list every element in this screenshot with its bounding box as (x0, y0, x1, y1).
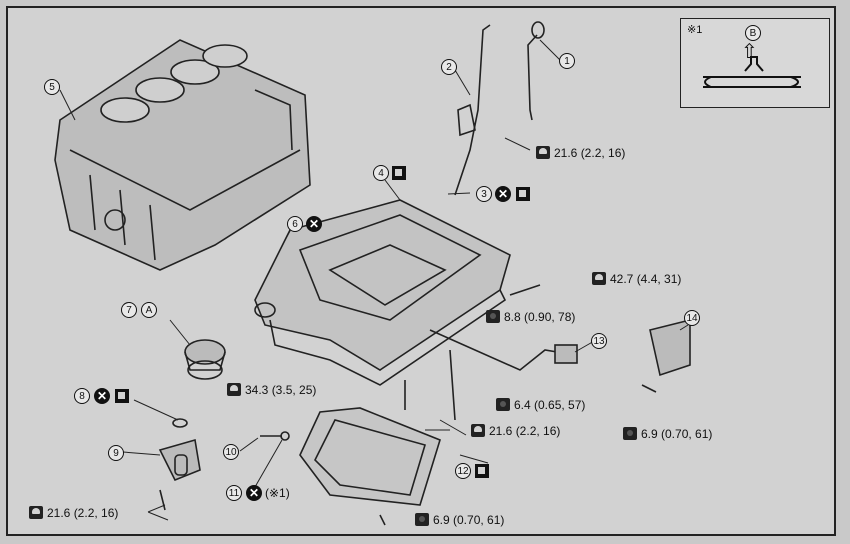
callout-14: 14 (684, 310, 700, 326)
torque-icon (592, 272, 606, 285)
inset-note: ※1 (687, 24, 703, 36)
replace-icon: ✕ (246, 485, 262, 501)
callout-11: 11 (226, 485, 242, 501)
replace-icon: ✕ (94, 388, 110, 404)
sealant-icon (516, 187, 530, 201)
callout-13: 13 (591, 333, 607, 349)
torque-spec-34-3: 34.3 (3.5, 25) (245, 383, 317, 397)
sealant-icon (475, 464, 489, 478)
callout-7: 7 (121, 302, 137, 318)
torque-icon (227, 383, 241, 396)
torque-icon (623, 427, 637, 440)
callout-10: 10 (223, 444, 239, 460)
torque-icon (471, 424, 485, 437)
oil-filter (184, 339, 226, 380)
torque-spec-21-6-guide: 21.6 (2.2, 16) (554, 146, 626, 160)
sealant-icon (392, 166, 406, 180)
callout-1: 1 (559, 53, 575, 69)
replace-icon: ✕ (495, 186, 511, 202)
callout-9: 9 (108, 445, 124, 461)
torque-icon (536, 146, 550, 159)
callout-5: 5 (44, 79, 60, 95)
torque-spec-6-9-pan: 6.9 (0.70, 61) (433, 513, 505, 527)
oil-pan-lower (299, 407, 441, 506)
callout-B: B (745, 25, 761, 41)
callout-12: 12 (455, 463, 471, 479)
callout-3: 3 (476, 186, 492, 202)
torque-spec-8-8: 8.8 (0.90, 78) (504, 310, 576, 324)
torque-spec-21-6-pan: 21.6 (2.2, 16) (489, 424, 561, 438)
torque-spec-42-7: 42.7 (4.4, 31) (610, 272, 682, 286)
up-arrow-icon: ⇧ (741, 41, 758, 63)
callout-6: 6 (287, 216, 303, 232)
callout-8: 8 (74, 388, 90, 404)
torque-spec-6-9-baffle: 6.9 (0.70, 61) (641, 427, 713, 441)
callout-11-reference: (※1) (265, 486, 290, 500)
torque-spec-21-6-sensor: 21.6 (2.2, 16) (47, 506, 119, 520)
sealant-icon (115, 389, 129, 403)
oil-level-gauge (527, 34, 538, 121)
callout-2: 2 (441, 59, 457, 75)
oil-level-gauge-guide (454, 24, 491, 196)
torque-icon (415, 513, 429, 526)
callout-4: 4 (373, 165, 389, 181)
torque-icon (486, 310, 500, 323)
torque-icon (496, 398, 510, 411)
inset-seal-diagram (703, 56, 801, 88)
callout-A: A (141, 302, 157, 318)
torque-spec-6-4: 6.4 (0.65, 57) (514, 398, 586, 412)
torque-icon (29, 506, 43, 519)
replace-icon: ✕ (306, 216, 322, 232)
